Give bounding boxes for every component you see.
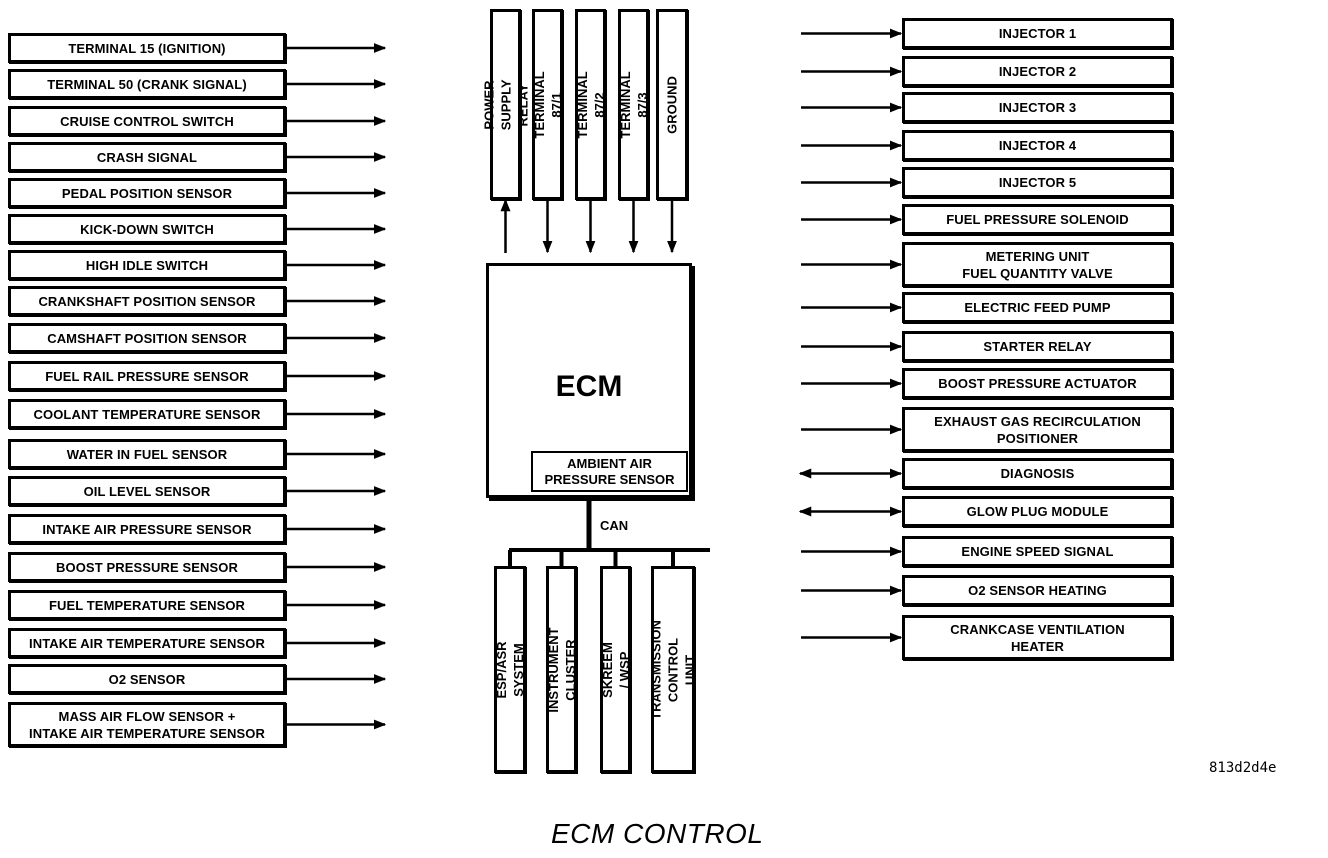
input-camshaft-position-sensor-label: CAMSHAFT POSITION SENSOR: [47, 330, 247, 346]
output-glow-plug-module-label: GLOW PLUG MODULE: [966, 504, 1109, 519]
input-pedal-position-sensor-label: PEDAL POSITION SENSOR: [61, 185, 233, 201]
power-terminal-87-3-label: TERMINAL 87/3: [617, 70, 650, 138]
output-metering-unit-fuel-quantity-valve-label: METERING UNIT FUEL QUANTITY VALVE: [962, 248, 1113, 281]
output-starter-relay[interactable]: STARTER RELAY: [902, 331, 1173, 362]
ambient-air-pressure-sensor-label: AMBIENT AIR PRESSURE SENSOR: [544, 455, 675, 487]
input-fuel-rail-pressure-sensor-label: FUEL RAIL PRESSURE SENSOR: [45, 368, 249, 384]
input-mass-air-flow-sensor-intake-air-temperature-sensor-label: MASS AIR FLOW SENSOR + INTAKE AIR TEMPER…: [29, 708, 265, 741]
output-injector-2-label: INJECTOR 2: [998, 64, 1077, 79]
input-kick-down-switch-label: KICK-DOWN SWITCH: [80, 221, 214, 237]
ambient-air-pressure-sensor: AMBIENT AIR PRESSURE SENSOR: [531, 451, 688, 492]
output-engine-speed-signal[interactable]: ENGINE SPEED SIGNAL: [902, 536, 1173, 567]
output-injector-5[interactable]: INJECTOR 5: [902, 167, 1173, 198]
output-electric-feed-pump[interactable]: ELECTRIC FEED PUMP: [902, 292, 1173, 323]
output-injector-3[interactable]: INJECTOR 3: [902, 92, 1173, 123]
input-camshaft-position-sensor[interactable]: CAMSHAFT POSITION SENSOR: [8, 323, 286, 353]
power-ground-label: GROUND: [664, 75, 680, 134]
input-high-idle-switch[interactable]: HIGH IDLE SWITCH: [8, 250, 286, 280]
input-fuel-temperature-sensor-label: FUEL TEMPERATURE SENSOR: [48, 597, 246, 613]
input-crash-signal-label: CRASH SIGNAL: [96, 149, 198, 165]
input-o2-sensor-label: O2 SENSOR: [108, 671, 186, 687]
can-module-instrument-cluster-label: INSTRUMENT CLUSTER: [545, 626, 578, 713]
power-terminal-87-2-label: TERMINAL 87/2: [574, 70, 607, 138]
can-module-transmission-control-unit-label: TRANSMISSION CONTROL UNIT: [648, 619, 698, 720]
input-intake-air-temperature-sensor-label: INTAKE AIR TEMPERATURE SENSOR: [29, 635, 265, 651]
input-kick-down-switch[interactable]: KICK-DOWN SWITCH: [8, 214, 286, 244]
output-engine-speed-signal-label: ENGINE SPEED SIGNAL: [961, 544, 1114, 559]
can-module-skreem-wsp-label: SKREEM / WSP: [599, 641, 632, 698]
output-injector-1[interactable]: INJECTOR 1: [902, 18, 1173, 49]
can-module-skreem-wsp[interactable]: SKREEM / WSP: [599, 566, 632, 773]
can-module-instrument-cluster[interactable]: INSTRUMENT CLUSTER: [545, 566, 578, 773]
output-o2-sensor-heating-label: O2 SENSOR HEATING: [968, 583, 1107, 598]
input-coolant-temperature-sensor-label: COOLANT TEMPERATURE SENSOR: [33, 406, 261, 422]
can-bus-label: CAN: [600, 518, 629, 533]
input-coolant-temperature-sensor[interactable]: COOLANT TEMPERATURE SENSOR: [8, 399, 286, 429]
power-terminal-87-1-label: TERMINAL 87/1: [531, 70, 564, 138]
output-injector-4[interactable]: INJECTOR 4: [902, 130, 1173, 161]
input-intake-air-pressure-sensor[interactable]: INTAKE AIR PRESSURE SENSOR: [8, 514, 286, 544]
input-pedal-position-sensor[interactable]: PEDAL POSITION SENSOR: [8, 178, 286, 208]
diagram-caption: ECM CONTROL: [551, 818, 764, 849]
input-oil-level-sensor[interactable]: OIL LEVEL SENSOR: [8, 476, 286, 506]
input-boost-pressure-sensor-label: BOOST PRESSURE SENSOR: [56, 559, 238, 575]
output-fuel-pressure-solenoid[interactable]: FUEL PRESSURE SOLENOID: [902, 204, 1173, 235]
input-high-idle-switch-label: HIGH IDLE SWITCH: [85, 257, 209, 273]
ecm-title: ECM: [555, 370, 623, 403]
can-module-esp-asr-system-label: ESP/ASR SYSTEM: [494, 640, 526, 699]
input-cruise-control-switch[interactable]: CRUISE CONTROL SWITCH: [8, 106, 286, 136]
input-boost-pressure-sensor[interactable]: BOOST PRESSURE SENSOR: [8, 552, 286, 582]
input-fuel-temperature-sensor[interactable]: FUEL TEMPERATURE SENSOR: [8, 590, 286, 620]
input-intake-air-temperature-sensor[interactable]: INTAKE AIR TEMPERATURE SENSOR: [8, 628, 286, 658]
output-injector-2[interactable]: INJECTOR 2: [902, 56, 1173, 87]
output-boost-pressure-actuator-label: BOOST PRESSURE ACTUATOR: [938, 376, 1137, 391]
input-o2-sensor[interactable]: O2 SENSOR: [8, 664, 286, 694]
output-exhaust-gas-recirculation-positioner[interactable]: EXHAUST GAS RECIRCULATION POSITIONER: [902, 407, 1173, 452]
output-diagnosis-label: DIAGNOSIS: [1000, 466, 1075, 481]
output-exhaust-gas-recirculation-positioner-label: EXHAUST GAS RECIRCULATION POSITIONER: [934, 413, 1141, 446]
output-metering-unit-fuel-quantity-valve[interactable]: METERING UNIT FUEL QUANTITY VALVE: [902, 242, 1173, 287]
output-injector-1-label: INJECTOR 1: [998, 26, 1077, 41]
input-mass-air-flow-sensor-intake-air-temperature-sensor[interactable]: MASS AIR FLOW SENSOR + INTAKE AIR TEMPER…: [8, 702, 286, 747]
input-terminal-15-ignition[interactable]: TERMINAL 15 (IGNITION): [8, 33, 286, 63]
can-module-esp-asr-system[interactable]: ESP/ASR SYSTEM: [494, 566, 526, 773]
input-water-in-fuel-sensor[interactable]: WATER IN FUEL SENSOR: [8, 439, 286, 469]
input-intake-air-pressure-sensor-label: INTAKE AIR PRESSURE SENSOR: [42, 521, 252, 537]
input-water-in-fuel-sensor-label: WATER IN FUEL SENSOR: [66, 446, 228, 462]
output-fuel-pressure-solenoid-label: FUEL PRESSURE SOLENOID: [946, 212, 1129, 227]
output-injector-4-label: INJECTOR 4: [998, 138, 1077, 153]
figure-id: 813d2d4e: [1209, 760, 1277, 776]
input-crankshaft-position-sensor-label: CRANKSHAFT POSITION SENSOR: [38, 293, 256, 309]
input-terminal-15-ignition-label: TERMINAL 15 (IGNITION): [68, 40, 226, 56]
output-crankcase-ventilation-heater[interactable]: CRANKCASE VENTILATION HEATER: [902, 615, 1173, 660]
output-starter-relay-label: STARTER RELAY: [983, 339, 1092, 354]
input-oil-level-sensor-label: OIL LEVEL SENSOR: [83, 483, 211, 499]
output-o2-sensor-heating[interactable]: O2 SENSOR HEATING: [902, 575, 1173, 606]
power-terminal-87-3[interactable]: TERMINAL 87/3: [617, 9, 650, 200]
output-injector-5-label: INJECTOR 5: [998, 175, 1077, 190]
power-power-supply-relay[interactable]: POWER SUPPLY RELAY: [481, 9, 530, 200]
power-terminal-87-2[interactable]: TERMINAL 87/2: [574, 9, 607, 200]
input-terminal-50-crank-signal-label: TERMINAL 50 (CRANK SIGNAL): [47, 76, 247, 92]
ecm-block[interactable]: ECM AMBIENT AIR PRESSURE SENSOR: [486, 263, 692, 498]
input-terminal-50-crank-signal[interactable]: TERMINAL 50 (CRANK SIGNAL): [8, 69, 286, 99]
input-crash-signal[interactable]: CRASH SIGNAL: [8, 142, 286, 172]
output-injector-3-label: INJECTOR 3: [998, 100, 1077, 115]
output-boost-pressure-actuator[interactable]: BOOST PRESSURE ACTUATOR: [902, 368, 1173, 399]
input-fuel-rail-pressure-sensor[interactable]: FUEL RAIL PRESSURE SENSOR: [8, 361, 286, 391]
output-electric-feed-pump-label: ELECTRIC FEED PUMP: [964, 300, 1111, 315]
input-cruise-control-switch-label: CRUISE CONTROL SWITCH: [60, 113, 234, 129]
input-crankshaft-position-sensor[interactable]: CRANKSHAFT POSITION SENSOR: [8, 286, 286, 316]
power-power-supply-relay-label: POWER SUPPLY RELAY: [481, 78, 530, 130]
can-module-transmission-control-unit[interactable]: TRANSMISSION CONTROL UNIT: [649, 566, 698, 773]
output-crankcase-ventilation-heater-label: CRANKCASE VENTILATION HEATER: [950, 621, 1125, 654]
output-glow-plug-module[interactable]: GLOW PLUG MODULE: [902, 496, 1173, 527]
power-terminal-87-1[interactable]: TERMINAL 87/1: [531, 9, 564, 200]
power-ground[interactable]: GROUND: [656, 9, 688, 200]
output-diagnosis[interactable]: DIAGNOSIS: [902, 458, 1173, 489]
